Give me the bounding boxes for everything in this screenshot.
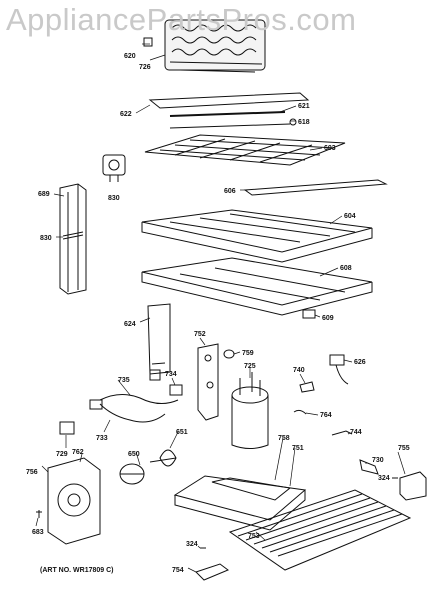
tray-604 <box>141 209 373 263</box>
label-764: 764 <box>320 412 332 419</box>
label-626: 626 <box>354 359 366 366</box>
tube-764 <box>293 409 307 415</box>
label-729: 729 <box>56 451 68 458</box>
air-duct <box>147 303 171 375</box>
label-753: 753 <box>248 533 260 540</box>
clip-740 <box>299 381 315 393</box>
label-759: 759 <box>242 350 254 357</box>
label-744: 744 <box>350 429 362 436</box>
label-618: 618 <box>298 119 310 126</box>
mullion <box>59 183 87 295</box>
label-622: 622 <box>120 111 132 118</box>
leader-lines <box>35 43 406 573</box>
base-pan <box>173 475 307 531</box>
bracket-755 <box>399 471 427 501</box>
part-number-labels: 620 726 622 621 618 603 830 606 689 830 … <box>26 53 410 574</box>
label-830-thermostat: 830 <box>108 195 120 202</box>
clip-620 <box>143 37 153 47</box>
tube-744 <box>331 430 353 436</box>
label-624: 624 <box>124 321 136 328</box>
label-734: 734 <box>165 371 177 378</box>
label-689: 689 <box>38 191 50 198</box>
label-758: 758 <box>278 435 290 442</box>
label-754: 754 <box>172 567 184 574</box>
label-752: 752 <box>194 331 206 338</box>
compressor-bracket <box>197 343 219 421</box>
label-830-mullion: 830 <box>40 235 52 242</box>
compressor <box>231 372 269 449</box>
shelf-rail <box>148 92 310 129</box>
part-754 <box>195 563 229 581</box>
label-725: 725 <box>244 363 256 370</box>
thermostat <box>102 154 126 182</box>
label-603: 603 <box>324 145 336 152</box>
label-608: 608 <box>340 265 352 272</box>
label-730: 730 <box>372 457 384 464</box>
shelf-trim <box>243 179 388 196</box>
label-751: 751 <box>292 445 304 452</box>
label-620: 620 <box>124 53 136 60</box>
condenser-coil <box>228 459 412 571</box>
label-650: 650 <box>128 451 140 458</box>
label-755: 755 <box>398 445 410 452</box>
fan-shroud <box>47 457 101 545</box>
label-735: 735 <box>118 377 130 384</box>
label-324-bottom: 324 <box>186 541 198 548</box>
label-651: 651 <box>176 429 188 436</box>
label-762: 762 <box>72 449 84 456</box>
screw-683 <box>36 510 42 518</box>
art-number-caption: (ART NO. WR17809 C) <box>40 567 114 574</box>
label-756: 756 <box>26 469 38 476</box>
part-609 <box>302 309 316 319</box>
label-726: 726 <box>139 64 151 71</box>
relay-626 <box>329 354 349 385</box>
condenser-fan <box>119 449 177 485</box>
evaporator-coil <box>164 19 266 73</box>
tray-608 <box>141 257 373 316</box>
wire-shelf <box>144 134 346 166</box>
label-740: 740 <box>293 367 305 374</box>
capacitor-729 <box>59 421 75 435</box>
label-621: 621 <box>298 103 310 110</box>
label-606: 606 <box>224 188 236 195</box>
label-324-right: 324 <box>378 475 390 482</box>
label-609: 609 <box>322 315 334 322</box>
label-733: 733 <box>96 435 108 442</box>
wire-harness <box>89 369 183 423</box>
grommet-759 <box>223 349 235 359</box>
label-683: 683 <box>32 529 44 536</box>
label-604: 604 <box>344 213 356 220</box>
